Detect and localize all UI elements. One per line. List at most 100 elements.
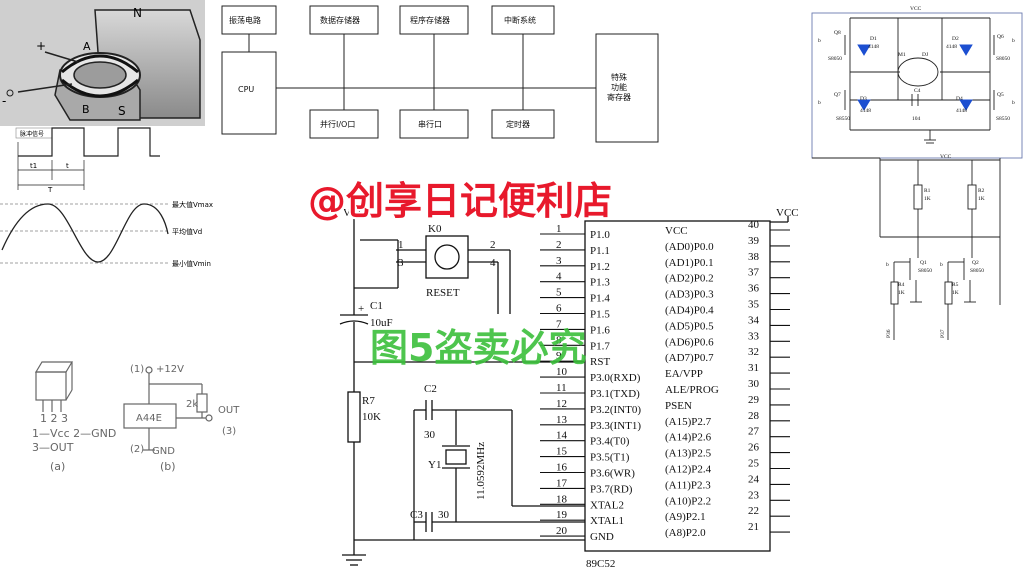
pin-name-left: GND (590, 531, 614, 543)
r1-value: 1K (924, 196, 931, 202)
crystal-value: 11.0592MHz (475, 442, 487, 500)
q5-type: S8550 (996, 116, 1010, 122)
pin-number-left: 19 (556, 509, 568, 521)
pin-name-right: (A12)P2.4 (665, 464, 712, 476)
pin-number-right: 26 (748, 442, 760, 454)
pin-name-left: P1.3 (590, 277, 610, 289)
pin-number-right: 22 (748, 505, 759, 517)
block-cpu: CPU (238, 85, 254, 94)
m1-label: M1 (898, 52, 906, 58)
pin-number-left: 16 (556, 462, 568, 474)
pin-name-left: P1.4 (590, 293, 610, 305)
q1-label: Q1 (920, 260, 927, 266)
q6-label: Q6 (997, 34, 1004, 40)
c4-value: 104 (912, 116, 921, 122)
y1-label: Y1 (428, 459, 441, 471)
pin-name-right: (AD4)P0.4 (665, 305, 714, 317)
sensor-b-pin2: (2) (130, 444, 144, 455)
pin-number-left: 7 (556, 318, 562, 330)
pin-number-left: 14 (556, 430, 568, 442)
q8-type: S8050 (828, 56, 842, 62)
q6-type: S8050 (996, 56, 1010, 62)
sensor-a-pin-desc-1: 1—Vcc 2—GND (32, 427, 116, 440)
r7-label: R7 (362, 395, 375, 407)
sensor-a-pin-numbers: 1 2 3 (40, 412, 68, 425)
pin-name-left: XTAL2 (590, 499, 624, 511)
b-label-q2: b (940, 262, 943, 268)
hall-sensor-illustration: N S A B + - (0, 0, 205, 126)
magnet-south-label: S (118, 104, 126, 118)
pin-number-right: 31 (748, 362, 759, 374)
pin-name-left: P3.2(INT0) (590, 404, 641, 416)
d2-value: 4148 (946, 44, 957, 50)
d3-label: D3 (860, 96, 867, 102)
pin-name-right: VCC (665, 225, 688, 237)
switch-pin4: 4 (490, 257, 496, 269)
pin-name-right: (A14)P2.6 (665, 432, 712, 444)
pulse-t1-label: t1 (30, 162, 37, 170)
motor-vcc-top: VCC (910, 6, 922, 12)
d3-value: 4148 (860, 108, 871, 114)
c3-value: 30 (438, 509, 450, 521)
pin-name-right: EA/VPP (665, 368, 703, 380)
sensor-a-pin-desc-2: 3—OUT (32, 441, 74, 454)
r1-label: R1 (924, 188, 931, 194)
pin-number-right: 28 (748, 410, 760, 422)
pin-number-left: 4 (556, 271, 562, 283)
motor-vcc-mid: VCC (940, 154, 952, 160)
mcu-right-pins: 40VCC39(AD0)P0.038(AD1)P0.137(AD2)P0.236… (665, 219, 790, 539)
pin-name-right: ALE/PROG (665, 384, 719, 396)
b-label-q5: b (1012, 100, 1015, 106)
pulse-t-label: t (66, 162, 69, 170)
d1-label: D1 (870, 36, 877, 42)
watermark-top: @创享日记便利店 (308, 179, 613, 223)
pin-name-left: P1.1 (590, 245, 610, 257)
pin-number-right: 27 (748, 426, 760, 438)
pin-name-right: (AD7)P0.7 (665, 352, 714, 364)
sine-avg-label: 平均值Vd (172, 227, 202, 236)
pin-number-right: 38 (748, 251, 760, 263)
d4-value: 4148 (956, 108, 967, 114)
b-label-q7: b (818, 100, 821, 106)
pin-number-left: 11 (556, 382, 567, 394)
pin-name-left: P3.7(RD) (590, 483, 633, 495)
block-program-memory: 程序存储器 (410, 15, 450, 25)
reset-label: RESET (426, 287, 460, 299)
sensor-a-caption: (a) (50, 460, 65, 473)
q2-label: Q2 (972, 260, 979, 266)
terminal-a-label: A (83, 40, 91, 53)
pulse-period-label: T (47, 186, 53, 194)
pin-number-left: 18 (556, 493, 568, 505)
pin-name-left: P3.1(TXD) (590, 388, 640, 400)
d4-label: D4 (956, 96, 963, 102)
terminal-b-label: B (82, 103, 90, 116)
pin-number-right: 33 (748, 330, 760, 342)
pin-name-left: P3.5(T1) (590, 452, 630, 464)
mcu-block-diagram (221, 5, 659, 143)
pin-name-left: P1.7 (590, 340, 610, 352)
sensor-circuit-b (123, 366, 213, 451)
pin-name-left: P1.0 (590, 229, 610, 241)
watermark-middle: 图5盗卖必究 (370, 326, 587, 370)
pin-number-left: 20 (556, 525, 568, 537)
pin-name-right: (AD6)P0.6 (665, 336, 714, 348)
pin-number-left: 10 (556, 366, 568, 378)
pin-number-right: 39 (748, 235, 760, 247)
c2-label: C2 (424, 383, 437, 395)
b-label-q1: b (886, 262, 889, 268)
p36-label: P36 (886, 329, 892, 338)
block-serial: 串行口 (418, 119, 442, 129)
pin-number-left: 15 (556, 446, 568, 458)
pin-number-right: 35 (748, 299, 760, 311)
block-data-memory: 数据存储器 (320, 15, 360, 25)
q2-type: S8050 (970, 268, 984, 274)
pin-number-right: 36 (748, 283, 760, 295)
r4-value: 1K (898, 290, 905, 296)
pin-name-right: (AD0)P0.0 (665, 241, 714, 253)
pin-name-right: (AD5)P0.5 (665, 320, 714, 332)
pin-name-right: (AD1)P0.1 (665, 257, 714, 269)
d2-label: D2 (952, 36, 959, 42)
pin-name-left: P1.6 (590, 324, 610, 336)
